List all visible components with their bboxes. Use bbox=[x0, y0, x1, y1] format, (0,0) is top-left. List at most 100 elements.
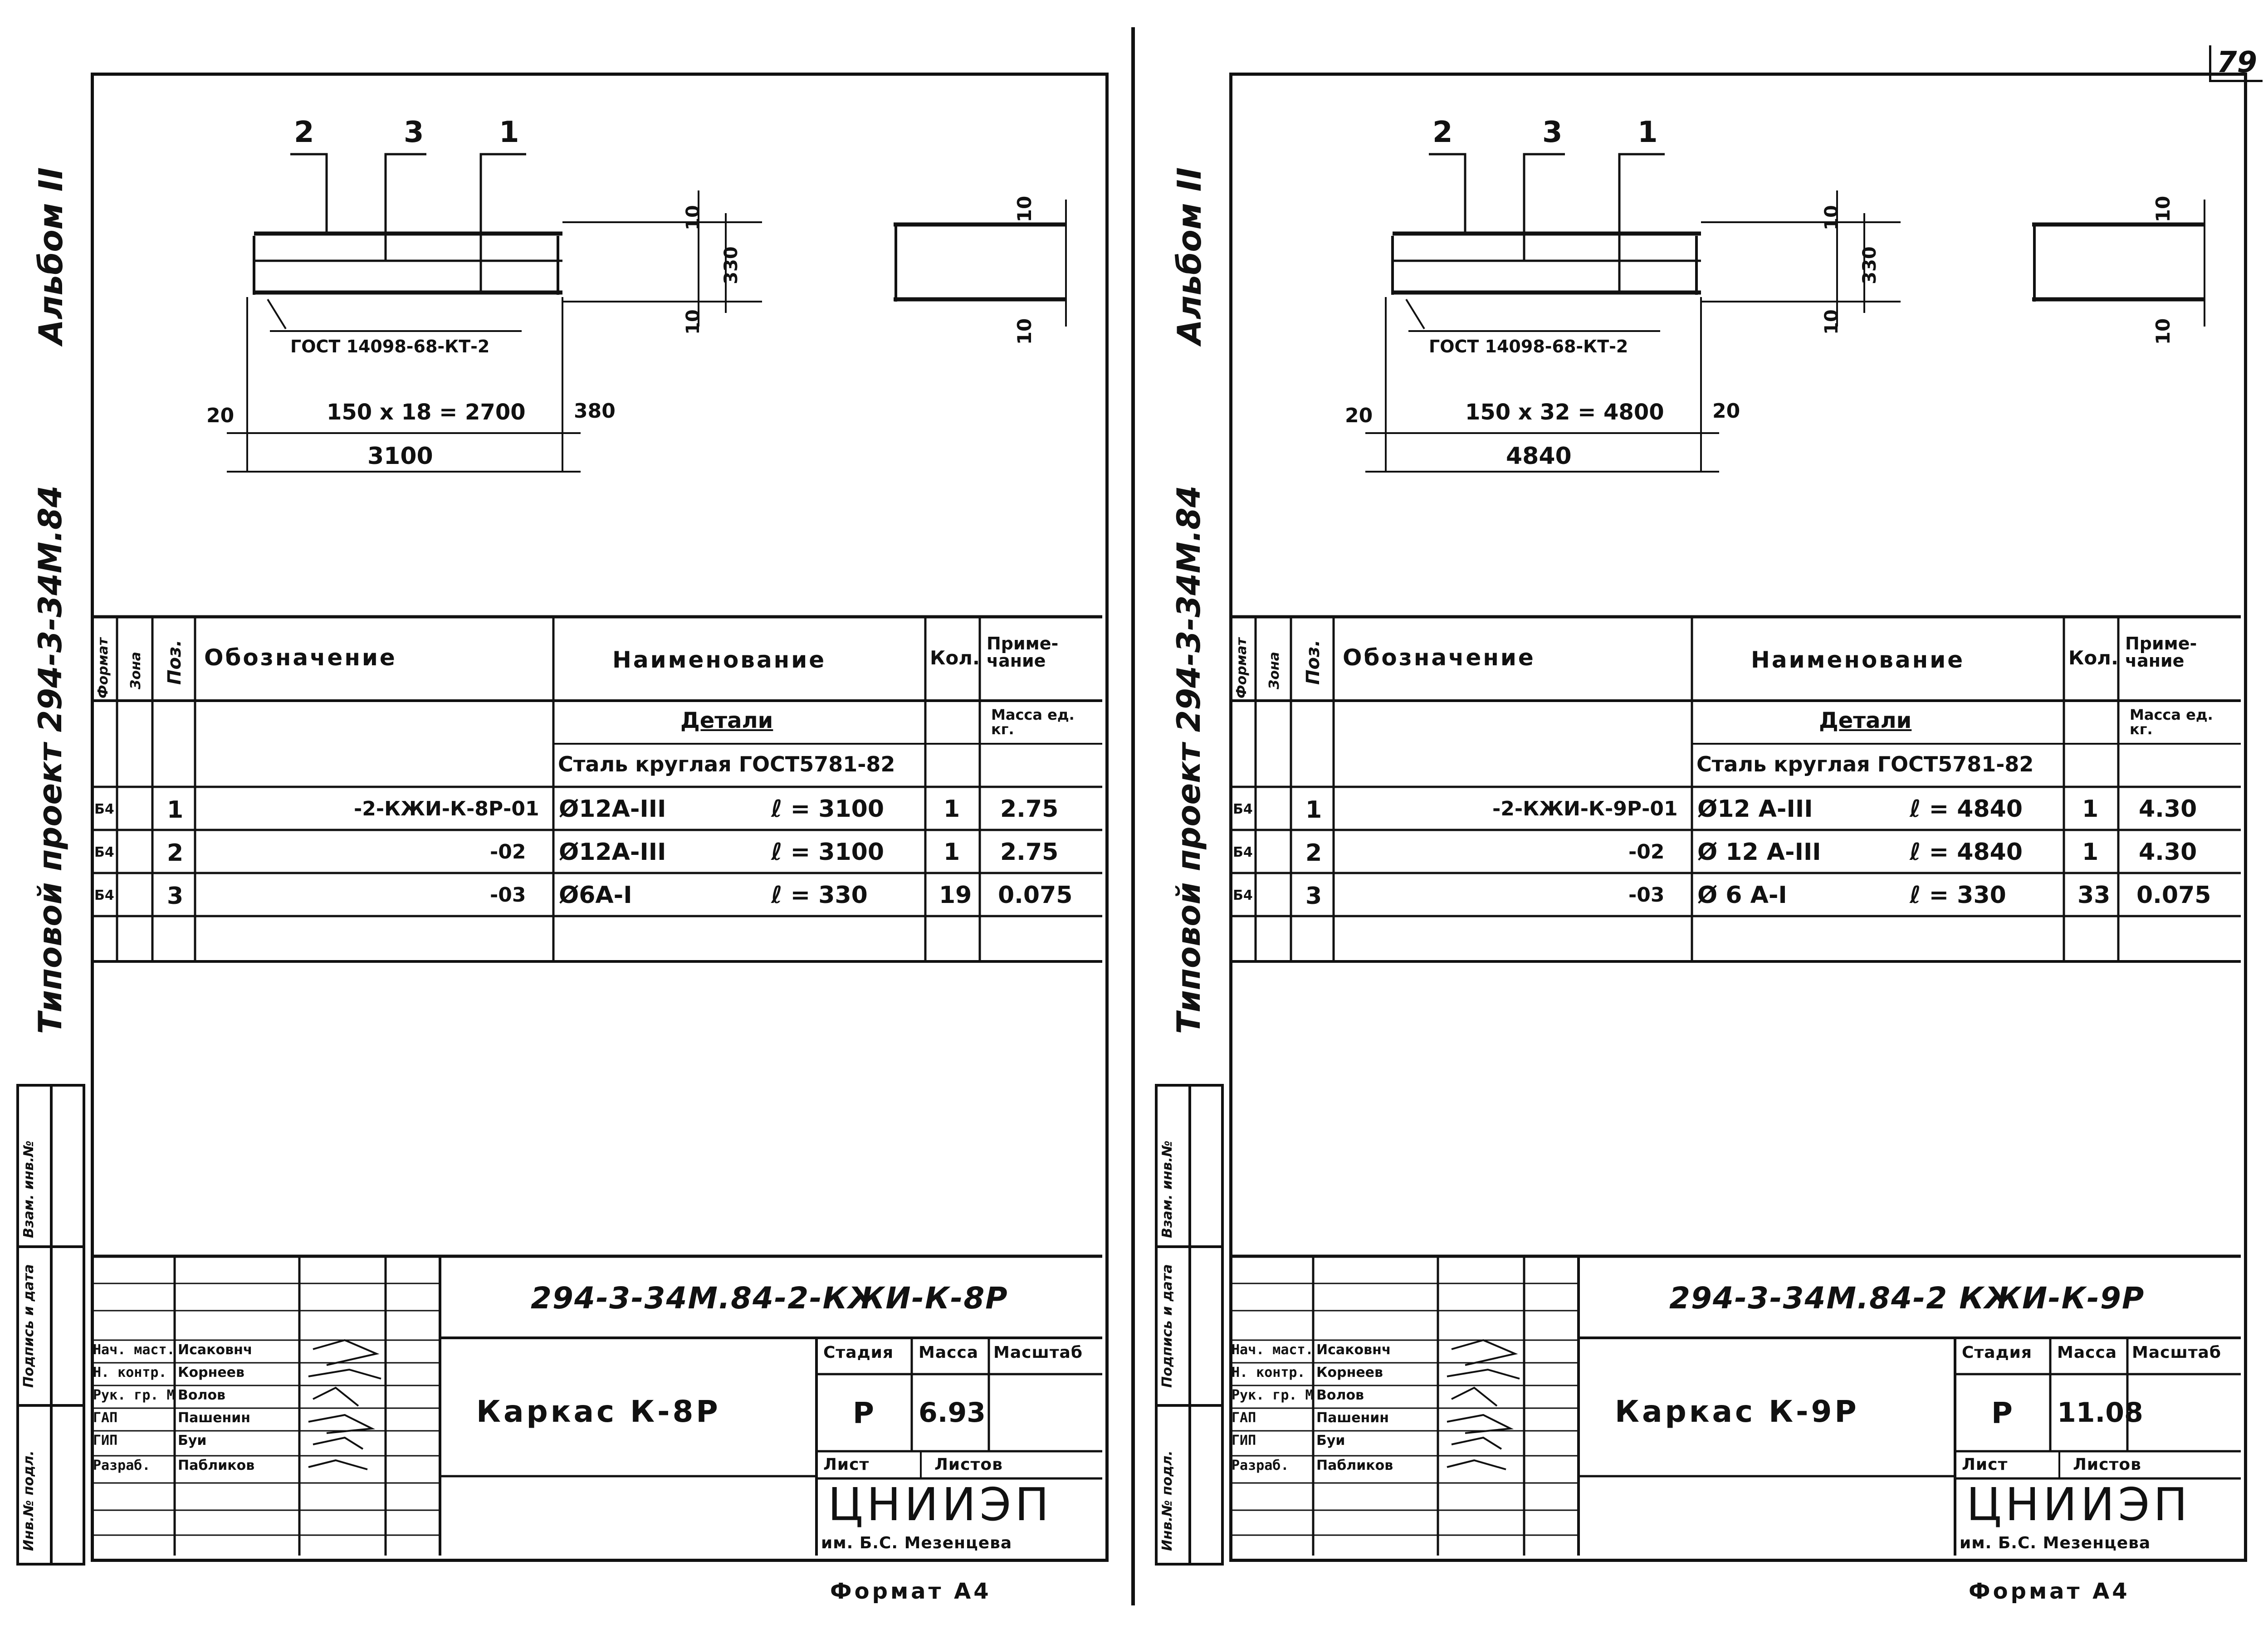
row-format: Б4 bbox=[1233, 801, 1253, 817]
gost-note: ГОСТ 14098-68-КТ-2 bbox=[1429, 337, 1628, 356]
cage-drawing bbox=[1365, 153, 2205, 473]
side-stamp-strip bbox=[1155, 1084, 1224, 1566]
row-designation: -2-КЖИ-К-9Р-01 bbox=[1492, 797, 1678, 820]
signer-name: Буи bbox=[178, 1433, 207, 1449]
dim-left: 20 bbox=[1345, 404, 1373, 427]
signer-role: Рук. гр. М bbox=[1232, 1387, 1314, 1403]
col-header-name: Наименование bbox=[612, 647, 826, 673]
dim-total: 4840 bbox=[1506, 443, 1572, 470]
sheets-label: Листов bbox=[934, 1455, 1003, 1474]
row-pos: 2 bbox=[1305, 839, 1322, 867]
col-header-designation: Обозначение bbox=[1343, 644, 1535, 671]
drawing-sheet-right: Альбом II Типовой проект 294-3-34М.84 Ин… bbox=[1139, 0, 2268, 1634]
spec-table-grid bbox=[1229, 615, 2241, 963]
row-qty: 1 bbox=[943, 795, 960, 823]
cage-drawing bbox=[227, 153, 1067, 473]
row-pos: 3 bbox=[1305, 883, 1322, 910]
row-format: Б4 bbox=[94, 844, 114, 860]
signer-name: Волов bbox=[1316, 1387, 1364, 1403]
format-label: Формат А4 bbox=[1969, 1579, 2130, 1604]
leader-label-2: 3 bbox=[404, 116, 424, 149]
col-header-name: Наименование bbox=[1751, 647, 1965, 673]
signer-role: ГАП bbox=[93, 1410, 118, 1426]
dim-middle: 150 x 32 = 4800 bbox=[1465, 400, 1664, 425]
dim-middle: 150 x 18 = 2700 bbox=[327, 400, 526, 425]
row-pos: 1 bbox=[1305, 796, 1322, 824]
leader-label-3: 1 bbox=[499, 116, 519, 149]
page-number: 79 bbox=[2209, 45, 2263, 82]
signer-name: Исаковнч bbox=[1316, 1342, 1391, 1358]
sheet-frame bbox=[1229, 73, 2247, 1562]
row-mass: 0.075 bbox=[998, 882, 1073, 909]
document-code: 294-3-34М.84-2-КЖИ-К-8Р bbox=[531, 1281, 1008, 1316]
mass-unit-header: Масса ед. кг. bbox=[991, 706, 1075, 738]
row-qty: 33 bbox=[2077, 882, 2111, 909]
row-qty: 1 bbox=[2082, 795, 2099, 823]
row-designation: -2-КЖИ-К-8Р-01 bbox=[354, 797, 539, 820]
mass-unit-header: Масса ед. кг. bbox=[2130, 706, 2213, 738]
section-details: Детали bbox=[680, 708, 773, 733]
signer-role: ГИП bbox=[1232, 1433, 1256, 1449]
row-length: ℓ = 3100 bbox=[771, 839, 885, 866]
organization-subtitle: им. Б.С. Мезенцева bbox=[821, 1534, 1012, 1552]
sheets-label: Листов bbox=[2073, 1455, 2141, 1474]
dim-left: 20 bbox=[206, 404, 235, 427]
scale-label: Масштаб bbox=[2132, 1343, 2221, 1362]
signer-name: Пабликов bbox=[178, 1458, 255, 1473]
part-name: Каркас К-9Р bbox=[1615, 1394, 1859, 1429]
mass-label: Масса bbox=[2057, 1343, 2117, 1362]
row-designation: -02 bbox=[490, 840, 526, 863]
title-block-grid bbox=[91, 1254, 1102, 1556]
dim-right: 380 bbox=[574, 400, 616, 423]
row-mass: 2.75 bbox=[1000, 795, 1059, 823]
sheet-label: Лист bbox=[823, 1455, 870, 1474]
stage-value: Р bbox=[1991, 1397, 2013, 1430]
signer-role: ГАП bbox=[1232, 1410, 1256, 1426]
row-name: Ø 6 А-I bbox=[1697, 882, 1787, 909]
row-pos: 3 bbox=[167, 883, 184, 910]
signer-role: Разраб. bbox=[93, 1458, 151, 1473]
row-name: Ø12А-III bbox=[559, 795, 666, 823]
signer-name: Исаковнч bbox=[178, 1342, 253, 1358]
stage-value: Р bbox=[853, 1397, 874, 1430]
sheet-label: Лист bbox=[1962, 1455, 2008, 1474]
sheet-divider-line bbox=[1131, 27, 1135, 1605]
signer-role: Нач. маст. bbox=[1232, 1342, 1314, 1358]
row-qty: 1 bbox=[2082, 839, 2099, 866]
row-designation: -02 bbox=[1628, 840, 1665, 863]
row-qty: 19 bbox=[939, 882, 972, 909]
signer-name: Пашенин bbox=[1316, 1410, 1389, 1426]
leader-label-3: 1 bbox=[1637, 116, 1658, 149]
stage-label: Стадия bbox=[823, 1343, 894, 1362]
section-details: Детали bbox=[1819, 708, 1912, 733]
col-header-qty: Кол. bbox=[930, 647, 980, 669]
row-length: ℓ = 330 bbox=[1910, 882, 2006, 909]
scale-label: Масштаб bbox=[993, 1343, 1083, 1362]
organization-subtitle: им. Б.С. Мезенцева bbox=[1960, 1534, 2151, 1552]
signer-role: Н. контр. bbox=[93, 1365, 167, 1380]
signer-role: Н. контр. bbox=[1232, 1365, 1305, 1380]
row-length: ℓ = 330 bbox=[771, 882, 868, 909]
dim-total: 3100 bbox=[367, 443, 433, 470]
col-header-note: Приме-чание bbox=[987, 634, 1059, 671]
signer-name: Корнеев bbox=[178, 1365, 245, 1380]
row-pos: 2 bbox=[167, 839, 184, 867]
row-name: Ø 12 А-III bbox=[1697, 839, 1821, 866]
col-header-note: Приме-чание bbox=[2125, 634, 2197, 671]
row-mass: 4.30 bbox=[2139, 795, 2197, 823]
signer-name: Пашенин bbox=[178, 1410, 251, 1426]
col-header-designation: Обозначение bbox=[204, 644, 397, 671]
row-length: ℓ = 4840 bbox=[1910, 839, 2023, 866]
signer-name: Волов bbox=[178, 1387, 226, 1403]
organization-name: ЦНИИЭП bbox=[828, 1478, 1053, 1531]
mass-value: 6.93 bbox=[919, 1397, 986, 1429]
signer-role: ГИП bbox=[93, 1433, 118, 1449]
part-name: Каркас К-8Р bbox=[476, 1394, 721, 1429]
leader-label-1: 2 bbox=[294, 116, 314, 149]
signer-role: Нач. маст. bbox=[93, 1342, 175, 1358]
side-stamp-strip bbox=[16, 1084, 85, 1566]
signer-role: Разраб. bbox=[1232, 1458, 1289, 1473]
row-designation: -03 bbox=[1628, 883, 1665, 907]
organization-name: ЦНИИЭП bbox=[1966, 1478, 2191, 1531]
